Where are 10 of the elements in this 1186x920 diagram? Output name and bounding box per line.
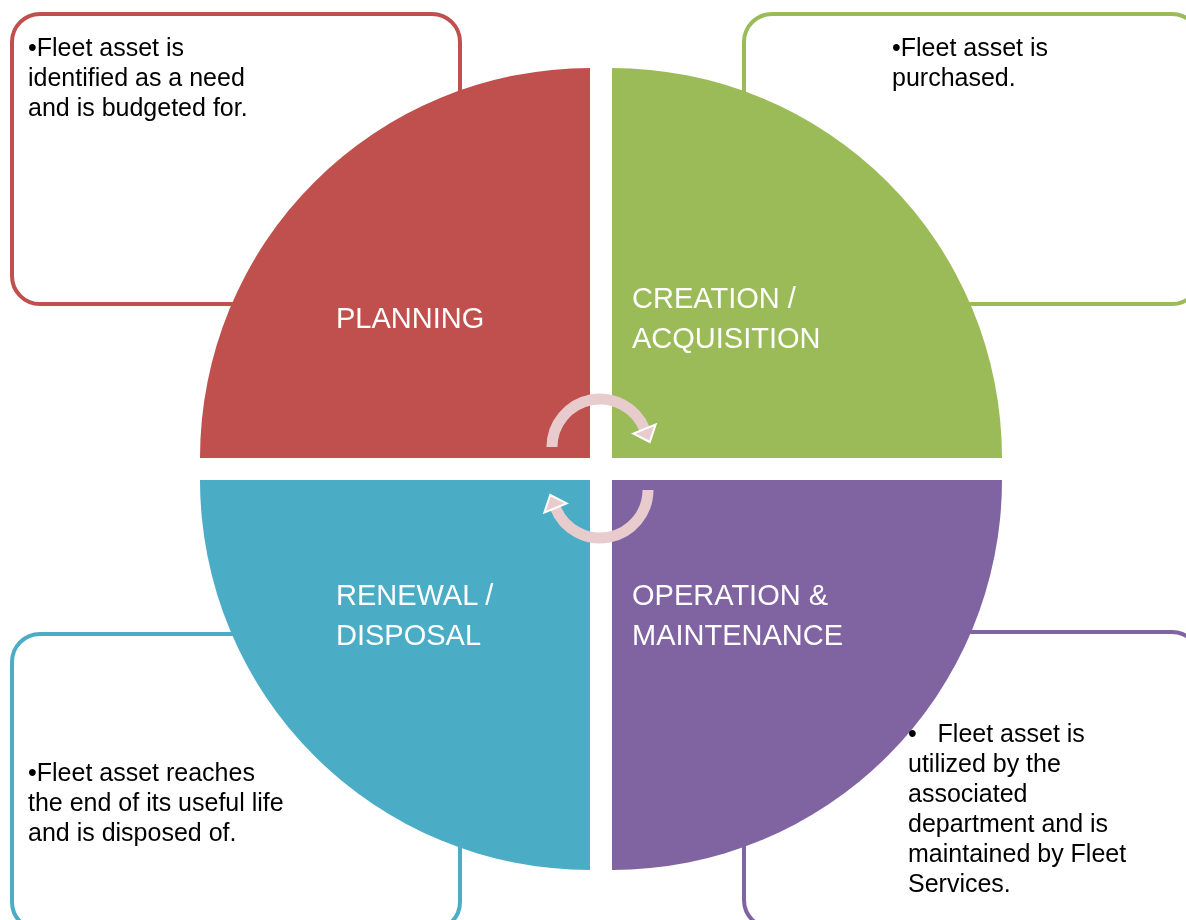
note-text: •Fleet asset is purchased.	[892, 32, 1050, 92]
curved-arrow	[546, 393, 658, 448]
phase-label: OPERATION & MAINTENANCE	[632, 578, 845, 653]
note-text: •Fleet asset reaches the end of its useful life and is disposed of.	[28, 757, 285, 847]
phase-label: PLANNING	[336, 301, 485, 336]
phase-label: RENEWAL / DISPOSAL	[336, 578, 495, 653]
phase-label: CREATION / ACQUISITION	[632, 281, 822, 356]
curved-arrow	[542, 489, 654, 544]
note-text: • Fleet asset is utilized by the associated department and is maintained by Fleet Services.	[908, 718, 1128, 898]
note-text: •Fleet asset is identified as a need and is budgeted for.	[28, 32, 249, 122]
